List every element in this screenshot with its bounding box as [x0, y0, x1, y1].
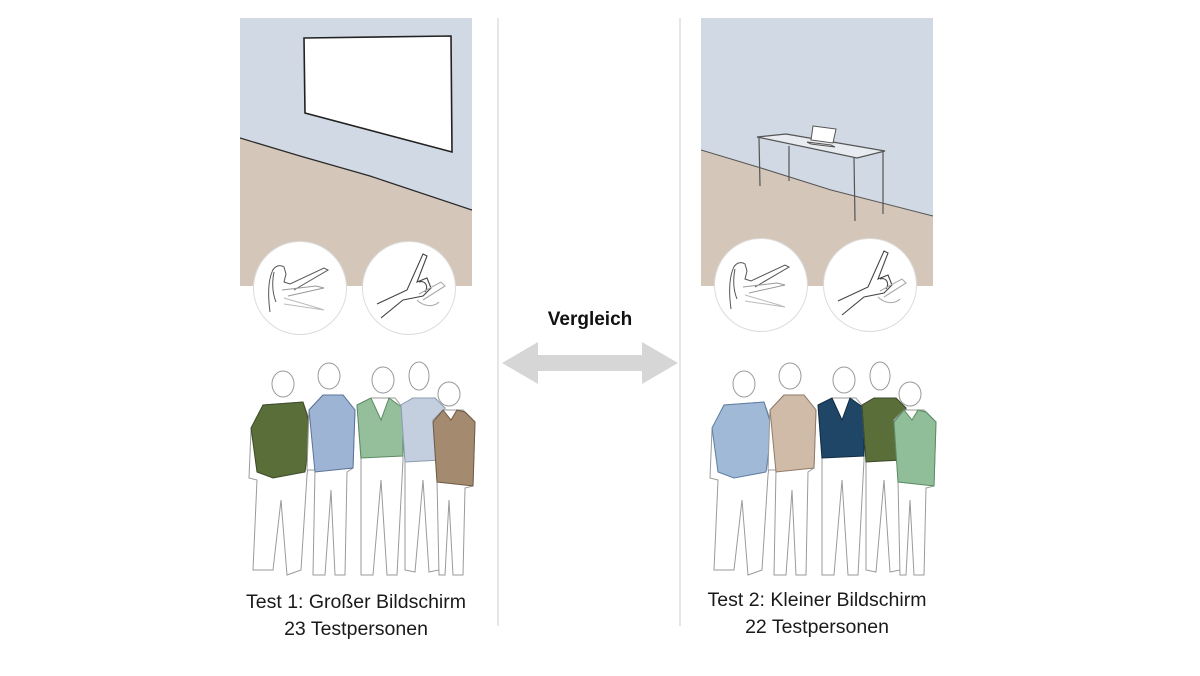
arm-pointing-gesture-icon	[253, 241, 347, 335]
laptop-icon	[806, 125, 837, 148]
test-2-caption: Test 2: Kleiner Bildschirm 22 Testperson…	[667, 587, 967, 641]
test-2-participants: 22 Testpersonen	[745, 616, 889, 638]
participants-group-test-1	[243, 360, 478, 590]
shirt	[250, 401, 312, 479]
table-icon	[756, 133, 886, 222]
large-screen-icon	[303, 35, 453, 154]
participants-group-test-2	[704, 360, 939, 590]
test-1-caption: Test 1: Großer Bildschirm 23 Testpersone…	[206, 589, 506, 643]
shirt	[711, 401, 773, 479]
hand-pointing-gesture-icon	[823, 238, 917, 332]
shirt	[432, 409, 476, 487]
arm-pointing-gesture-icon	[714, 238, 808, 332]
double-headed-arrow-icon	[502, 340, 678, 391]
shirt	[817, 397, 865, 459]
shirt	[308, 394, 356, 473]
shirt	[769, 394, 817, 473]
shirt	[861, 397, 907, 463]
shirt	[893, 409, 937, 487]
comparison-label: Vergleich	[547, 309, 633, 330]
hand-pointing-gesture-icon	[362, 241, 456, 335]
test-1-participants: 23 Testpersonen	[284, 618, 428, 640]
divider-right	[679, 18, 681, 626]
shirt	[400, 397, 446, 463]
divider-left	[497, 18, 499, 626]
test-2-title: Test 2: Kleiner Bildschirm	[707, 589, 927, 611]
test-1-title: Test 1: Großer Bildschirm	[246, 591, 466, 613]
room-illustration-large-screen	[240, 18, 472, 286]
shirt	[356, 397, 404, 459]
